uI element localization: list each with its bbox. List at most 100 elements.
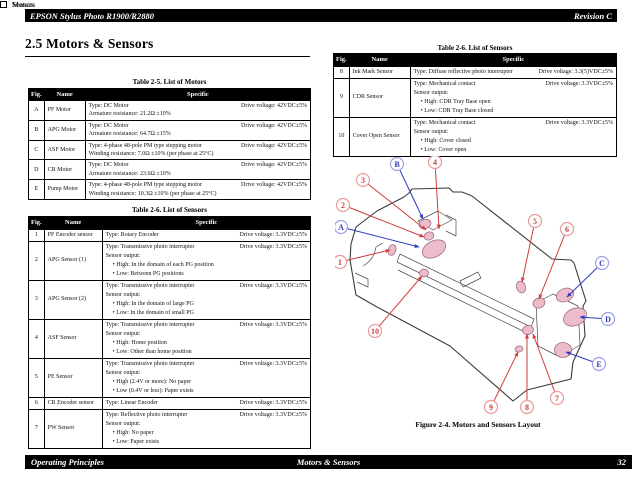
fig-cell: 9 bbox=[333, 77, 350, 118]
fig-cell: 6 bbox=[28, 396, 45, 410]
callout-label-4: 4 bbox=[427, 156, 443, 170]
drive-voltage: Drive voltage: 42VDC±5% bbox=[241, 182, 307, 189]
column-header: Name bbox=[43, 87, 86, 102]
callout-label-E: E bbox=[591, 356, 607, 372]
motors-section-label: Motors bbox=[12, 0, 34, 9]
svg-text:6: 6 bbox=[565, 225, 569, 234]
svg-text:8: 8 bbox=[525, 403, 529, 412]
callout-label-3: 3 bbox=[355, 172, 371, 188]
callout-arrow bbox=[374, 275, 423, 332]
name-cell: Ink Mark Sensor bbox=[348, 65, 411, 79]
apg-sensor-shape bbox=[423, 231, 435, 241]
drive-voltage: Drive voltage: 3.3VDC±5% bbox=[239, 231, 307, 238]
callout-arrow bbox=[340, 226, 420, 248]
svg-text:7: 7 bbox=[555, 394, 559, 403]
sensor-shape bbox=[514, 345, 524, 353]
spec-line: • High: CDR Tray Base open bbox=[420, 98, 491, 105]
callout-arrow bbox=[520, 220, 536, 283]
name-cell: CR Motor bbox=[43, 159, 86, 181]
pump-motor-shape bbox=[554, 342, 572, 358]
cr-motor-shape bbox=[421, 239, 447, 259]
sensors-table-right-title: Table 2-6. List of Sensors bbox=[437, 44, 513, 52]
drive-voltage: Drive voltage: 3.3VDC±5% bbox=[239, 282, 307, 289]
name-cell: CR Encoder sensor bbox=[43, 396, 103, 410]
printer-chassis-outline bbox=[349, 187, 587, 402]
callout-arrow bbox=[434, 161, 441, 230]
fig-cell: C bbox=[28, 139, 45, 161]
spec-line: • High: No paper bbox=[112, 429, 154, 436]
fig-cell: 10 bbox=[333, 116, 350, 157]
name-cell: Pump Motor bbox=[43, 179, 86, 200]
callout-label-1: 1 bbox=[335, 254, 348, 270]
callout-label-7: 7 bbox=[549, 390, 565, 406]
callout-arrow bbox=[532, 333, 558, 399]
spec-line: Type: Reflective photo interrupter bbox=[105, 411, 188, 418]
svg-text:4: 4 bbox=[433, 158, 437, 167]
fig-cell: 7 bbox=[28, 408, 45, 449]
name-cell: Cover Open Sensor bbox=[348, 116, 411, 157]
name-cell: ASF Motor bbox=[43, 139, 86, 161]
fig-cell: E bbox=[28, 179, 45, 200]
checkbox-icon bbox=[0, 1, 7, 8]
drive-voltage: Drive voltage: 42VDC±5% bbox=[241, 122, 307, 129]
spec-lines: Type: Rotary Encoder bbox=[106, 231, 159, 240]
spec-lines: Type: 4-phase 48-pole PM type stepping m… bbox=[89, 142, 214, 159]
spec-cell: Type: 4-phase 48-pole PM type stepping m… bbox=[84, 139, 312, 161]
svg-text:A: A bbox=[338, 223, 344, 232]
spec-line: Type: DC Motor bbox=[88, 162, 129, 169]
callout-arrow bbox=[339, 249, 391, 263]
spec-line: Winding resistance: 10.3Ω ±10% (per phas… bbox=[88, 190, 217, 197]
spec-lines: Type: Linear Encoder bbox=[106, 399, 158, 408]
fig-cell: 1 bbox=[28, 228, 45, 242]
spec-line: Sensor output: bbox=[413, 128, 449, 135]
name-cell: APG Motor bbox=[43, 119, 86, 141]
spec-line: • High (2.4V or more): No paper bbox=[112, 378, 192, 385]
spec-line: Type: Transmissive photo interrupter bbox=[105, 321, 195, 328]
spec-line: Type: Transmissive photo interrupter bbox=[105, 360, 195, 367]
spec-line: Armature resistance: 23.6Ω ±10% bbox=[88, 170, 171, 177]
callout-label-D: D bbox=[600, 311, 616, 327]
column-header: Specific bbox=[84, 87, 312, 102]
footer-section-center: Motors & Sensors bbox=[296, 457, 361, 467]
fig-cell: B bbox=[28, 119, 45, 141]
spec-lines: Type: Diffuse reflective photo interrupt… bbox=[414, 68, 513, 77]
callout-arrow bbox=[490, 351, 519, 408]
spec-lines: Type: 4-phase 48-pole PM type stepping m… bbox=[89, 181, 217, 198]
spec-line: Type: Rotary Encoder bbox=[105, 231, 159, 238]
sensor-shape bbox=[522, 325, 534, 335]
fig-cell: 2 bbox=[28, 240, 45, 281]
drive-voltage: Drive voltage: 3.3VDC±5% bbox=[239, 360, 307, 367]
column-header: Name bbox=[348, 53, 411, 67]
callout-arrow bbox=[396, 163, 424, 220]
column-header: Fig. bbox=[28, 87, 45, 102]
svg-text:1: 1 bbox=[338, 258, 342, 267]
callout-arrow bbox=[538, 228, 568, 300]
pf-motor-shape bbox=[563, 307, 587, 327]
svg-text:D: D bbox=[605, 315, 611, 324]
callout-arrow bbox=[342, 204, 425, 238]
callout-label-2: 2 bbox=[335, 197, 351, 213]
spec-line: Armature resistance: 64.7Ω ±15% bbox=[88, 131, 171, 138]
name-cell: APG Sensor (1) bbox=[43, 240, 103, 281]
svg-text:2: 2 bbox=[341, 201, 345, 210]
spec-line: • Low: Between PG positions bbox=[112, 270, 184, 277]
callout-label-9: 9 bbox=[483, 399, 499, 415]
page-title: 2.5 Motors & Sensors bbox=[25, 36, 310, 57]
